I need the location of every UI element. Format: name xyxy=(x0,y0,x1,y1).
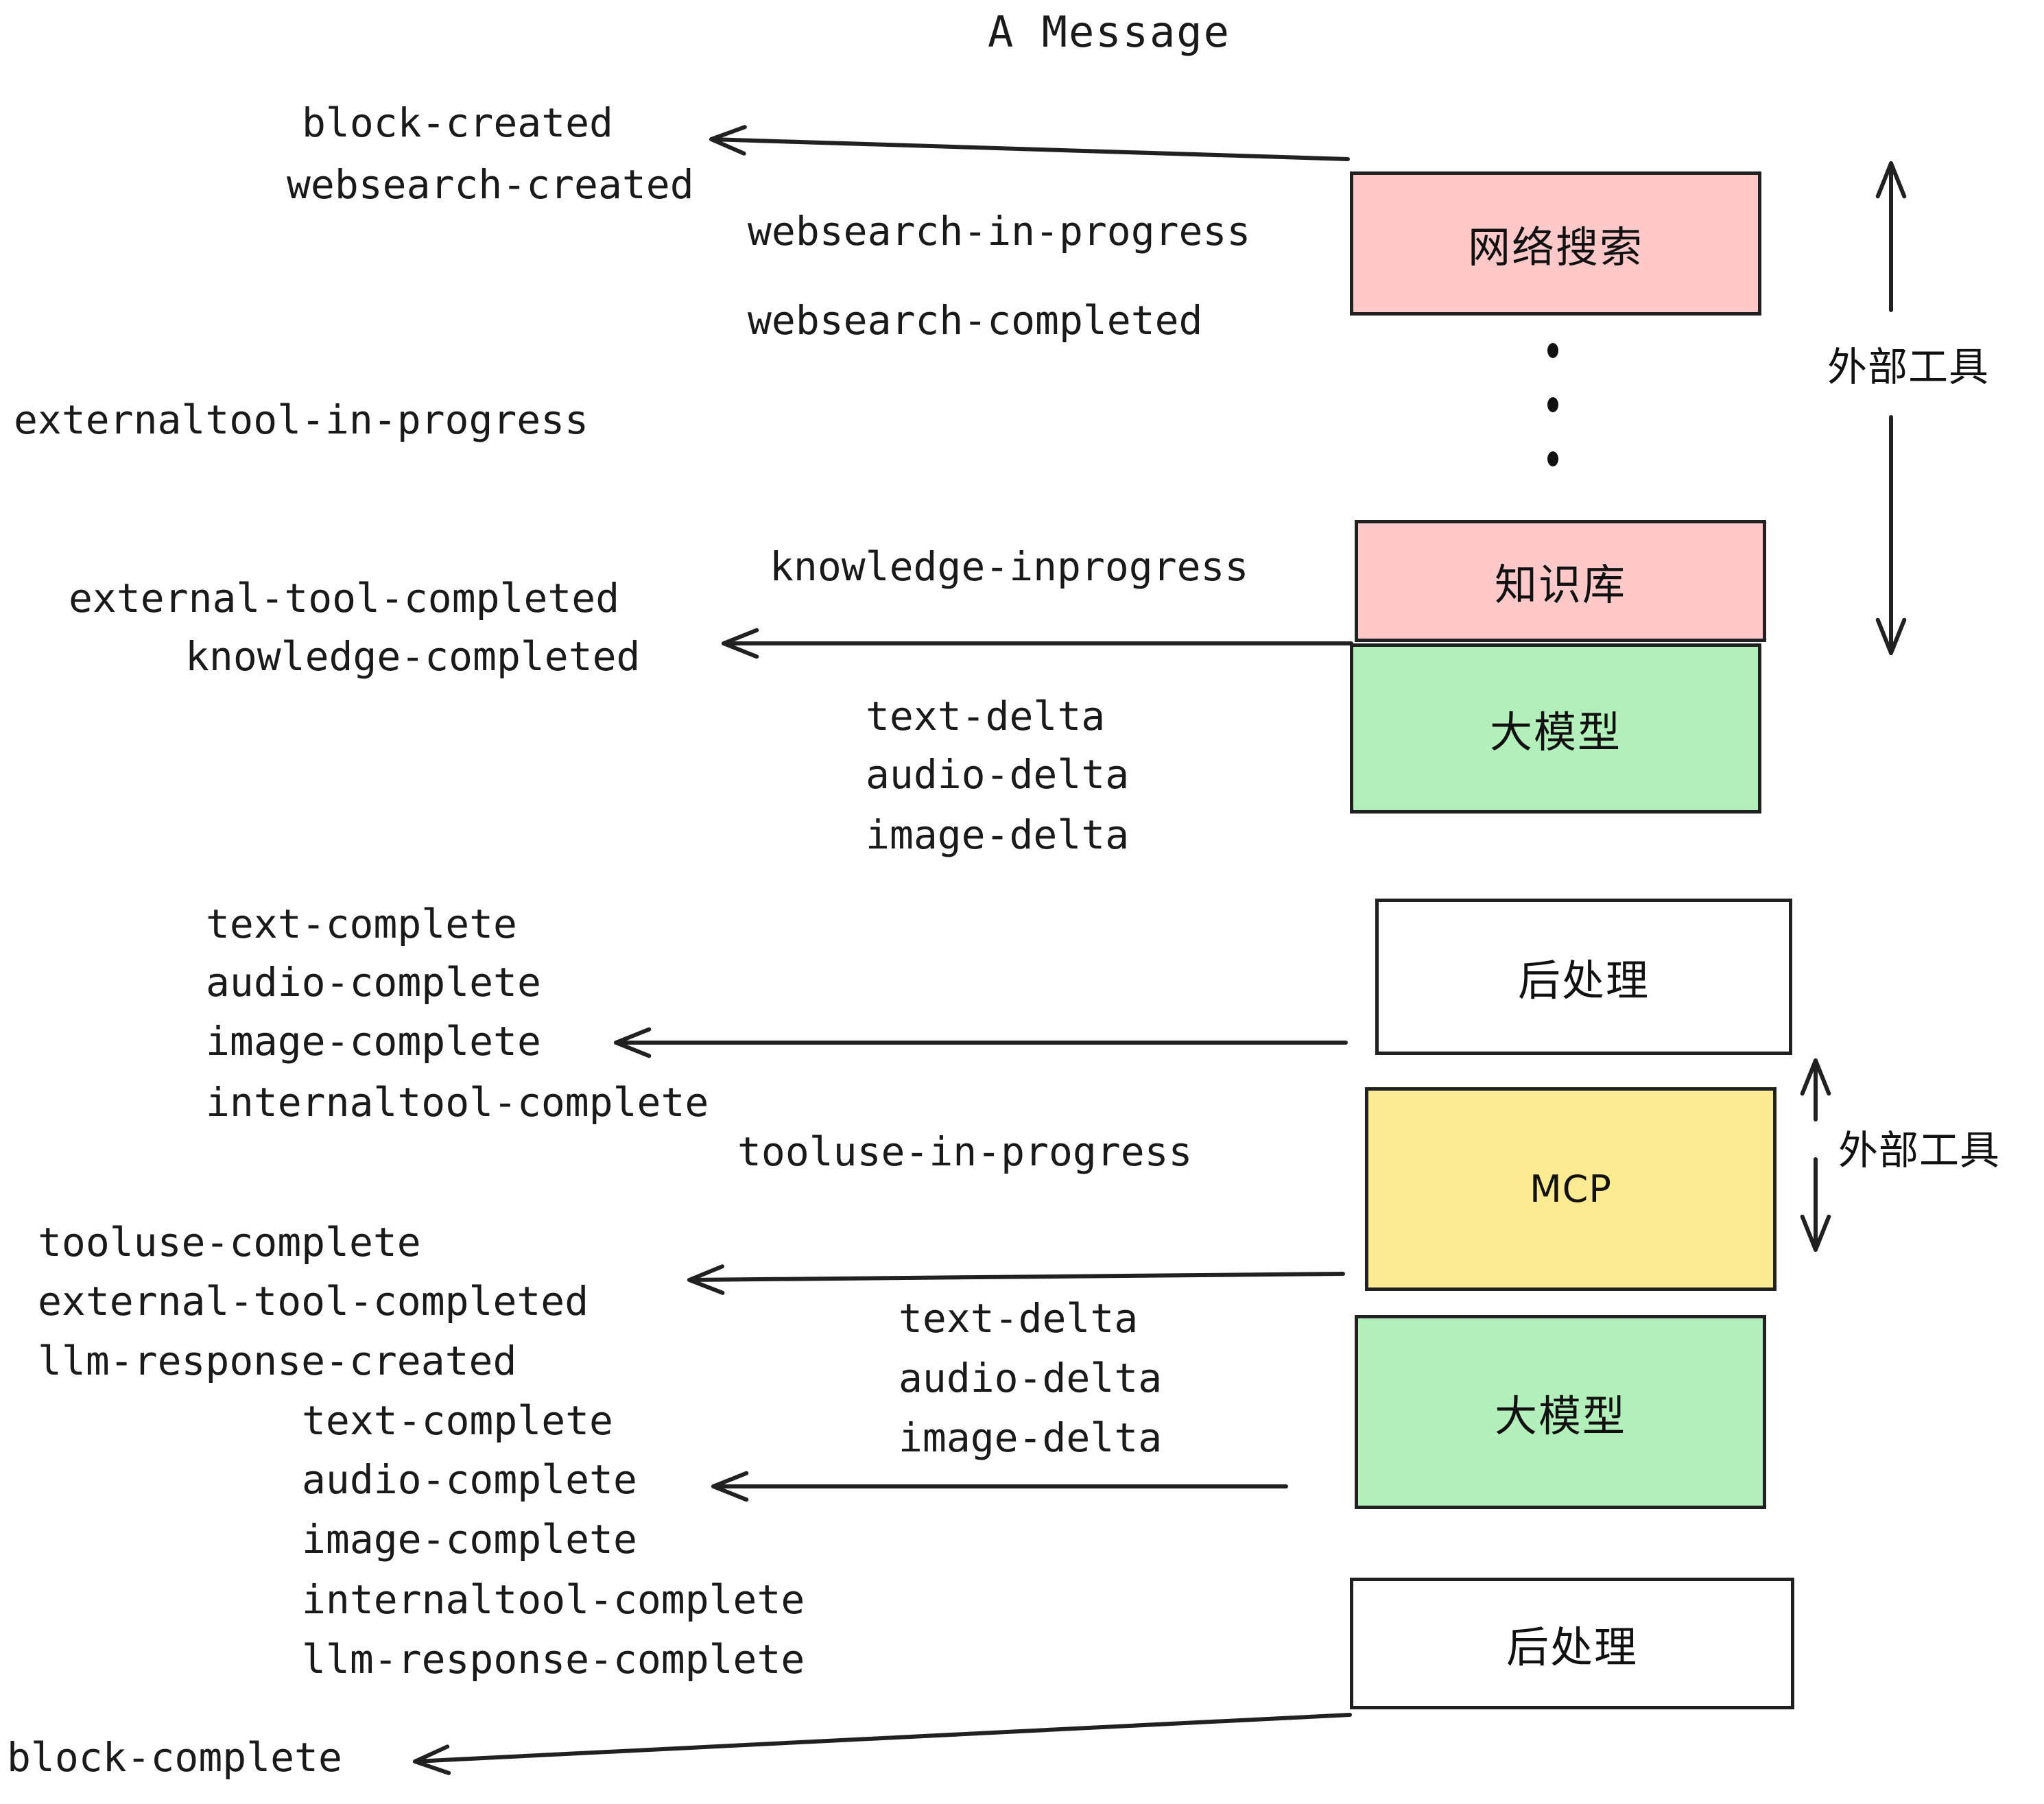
event-label: tooluse-complete xyxy=(38,1219,421,1266)
event-label: audio-complete xyxy=(206,959,541,1006)
event-label: websearch-created xyxy=(287,161,694,208)
event-label: image-complete xyxy=(302,1516,637,1563)
arrow-knowledge-to-knowledge-completed xyxy=(722,628,1353,659)
event-label: image-delta xyxy=(899,1414,1163,1461)
arrow-llm2-to-audio-complete xyxy=(711,1471,1288,1502)
event-label: image-delta xyxy=(866,811,1130,858)
arrow-external-tools-bottom-up xyxy=(1800,1058,1831,1121)
arrow-external-tools-top-up xyxy=(1875,161,1907,312)
event-label: text-complete xyxy=(206,901,517,947)
page-title: A Message xyxy=(988,7,1231,57)
event-label: externaltool-in-progress xyxy=(14,396,589,443)
node-box-llm-2[interactable]: 大模型 xyxy=(1355,1315,1766,1509)
node-box-websearch[interactable]: 网络搜索 xyxy=(1350,171,1761,316)
event-label: block-complete xyxy=(7,1734,342,1781)
event-label: internaltool-complete xyxy=(302,1576,805,1623)
event-label: text-delta xyxy=(866,693,1106,739)
event-label: llm-response-created xyxy=(38,1338,517,1384)
arrow-postprocess2-to-block-complete xyxy=(413,1713,1352,1775)
event-label: knowledge-inprogress xyxy=(770,543,1249,590)
vertical-ellipsis-icon xyxy=(1547,343,1558,466)
event-label: tooluse-in-progress xyxy=(737,1128,1193,1175)
event-label: image-complete xyxy=(206,1018,541,1065)
event-label: websearch-completed xyxy=(748,297,1203,344)
event-label: external-tool-completed xyxy=(69,575,620,621)
node-box-postprocess-2[interactable]: 后处理 xyxy=(1350,1578,1794,1709)
event-label: internaltool-complete xyxy=(206,1079,709,1126)
ellipsis-dot xyxy=(1547,397,1558,412)
arrow-external-tools-bottom-down xyxy=(1800,1157,1831,1252)
node-box-knowledge[interactable]: 知识库 xyxy=(1355,520,1766,642)
side-label-external-tools-bottom: 外部工具 xyxy=(1838,1127,2001,1174)
event-label: audio-delta xyxy=(899,1355,1163,1401)
side-label-external-tools-top: 外部工具 xyxy=(1827,344,1990,390)
event-label: knowledge-completed xyxy=(185,633,641,680)
event-label: audio-delta xyxy=(866,751,1130,798)
event-label: text-complete xyxy=(302,1397,613,1444)
node-box-llm-1[interactable]: 大模型 xyxy=(1350,643,1761,814)
ellipsis-dot xyxy=(1547,451,1558,466)
event-label: external-tool-completed xyxy=(38,1278,589,1325)
node-box-postprocess-1[interactable]: 后处理 xyxy=(1375,899,1792,1055)
arrow-llm1-to-image-complete xyxy=(614,1027,1348,1058)
arrow-websearch-to-block-created xyxy=(709,125,1350,161)
node-box-mcp[interactable]: MCP xyxy=(1365,1087,1776,1291)
ellipsis-dot xyxy=(1547,343,1558,358)
arrow-external-tools-top-down xyxy=(1875,415,1907,655)
event-label: block-created xyxy=(302,99,613,146)
arrow-mcp-to-tooluse-complete xyxy=(687,1264,1345,1295)
event-label: websearch-in-progress xyxy=(748,208,1251,254)
event-label: text-delta xyxy=(899,1295,1139,1342)
event-label: llm-response-complete xyxy=(302,1636,805,1683)
event-label: audio-complete xyxy=(302,1456,637,1503)
